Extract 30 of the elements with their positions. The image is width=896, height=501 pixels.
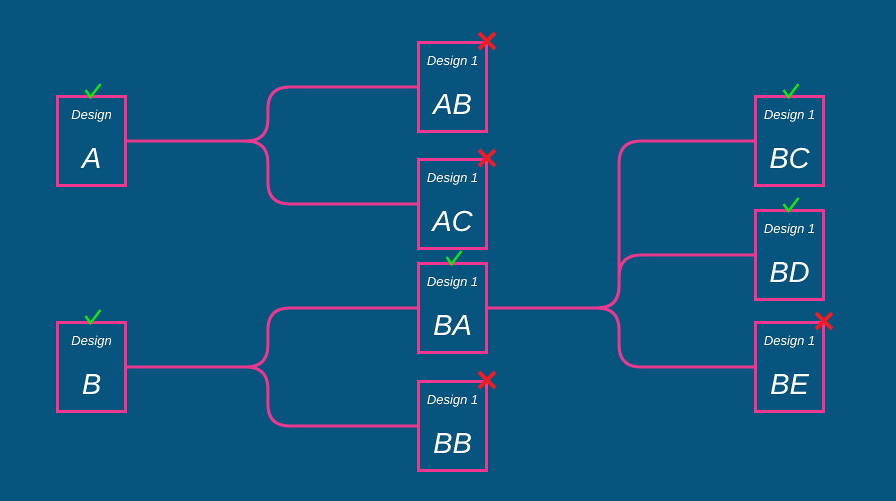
design-code: BC [768, 142, 811, 176]
design-box [754, 321, 825, 413]
design-label: Design 1 [762, 333, 816, 348]
design-label: Design 1 [762, 107, 816, 122]
design-code: BE [769, 368, 810, 402]
design-label: Design [70, 107, 113, 122]
design-box [417, 380, 488, 472]
connector-line [488, 306, 754, 368]
design-label: Design 1 [426, 170, 480, 185]
design-label: Design 1 [426, 274, 480, 289]
design-box [56, 95, 127, 187]
design-box [56, 321, 127, 413]
design-box [417, 41, 488, 133]
design-label: Design 1 [426, 53, 480, 68]
design-box [417, 158, 488, 250]
connector-line [127, 366, 417, 428]
design-code: BA [432, 309, 473, 343]
design-label: Design [70, 333, 113, 348]
design-box [417, 262, 488, 354]
design-label: Design 1 [762, 221, 816, 236]
design-code: B [80, 368, 102, 402]
design-box [754, 209, 825, 301]
design-box [754, 95, 825, 187]
design-code: BB [432, 427, 473, 461]
design-label: Design 1 [426, 392, 480, 407]
design-code: AB [430, 88, 473, 122]
connector-line [127, 140, 417, 206]
design-code: BD [768, 256, 811, 290]
design-code: A [80, 142, 102, 176]
design-code: AC [430, 205, 474, 239]
